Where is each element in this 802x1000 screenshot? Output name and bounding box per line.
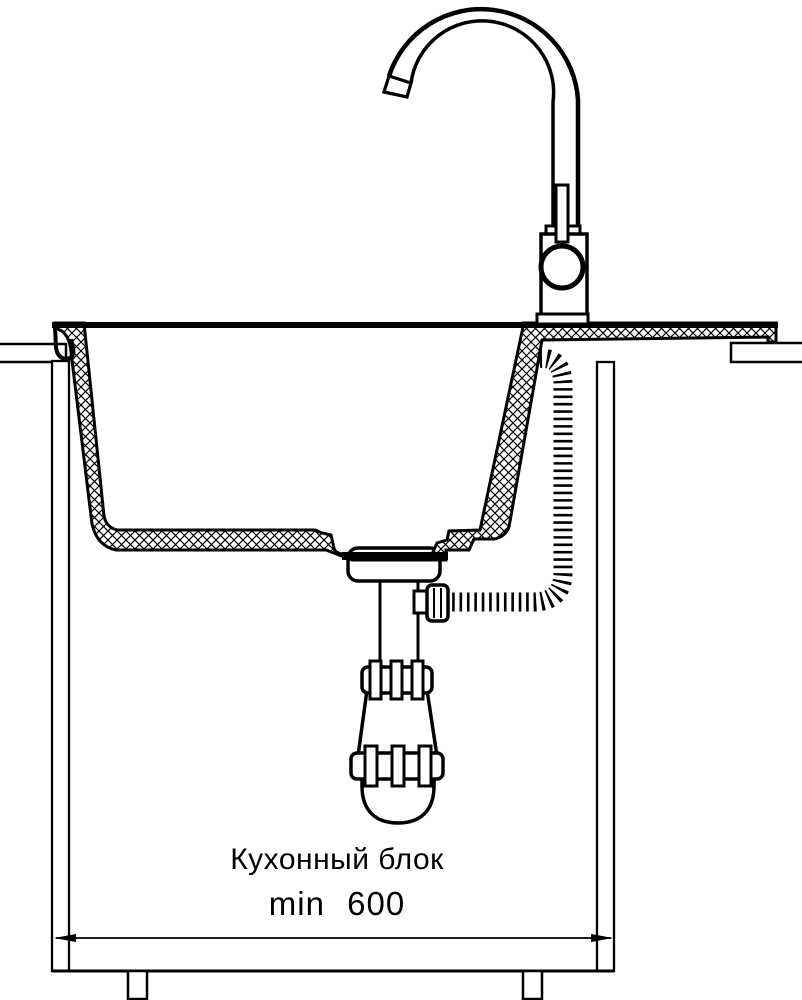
countertop-right (729, 341, 802, 364)
drain-trap (346, 546, 450, 825)
cabinet-right-wall (595, 360, 616, 973)
faucet-lever (554, 183, 570, 244)
coupling-ring-lower (349, 744, 445, 788)
sink-rim-hook-left (53, 326, 76, 362)
sink (52, 321, 778, 562)
cabinet-foot-right (521, 969, 544, 1000)
labels: Кухонный блок min 600 (230, 843, 444, 922)
faucet-spout-inner (409, 19, 556, 228)
coupling-ring-upper (360, 659, 434, 701)
label-min-width: min 600 (269, 885, 405, 922)
faucet (381, 6, 590, 326)
cabinet-foot-left (126, 969, 149, 1000)
label-cabinet-unit: Кухонный блок (230, 843, 444, 876)
dimension (54, 934, 613, 942)
faucet-aerator-tip (381, 73, 413, 99)
faucet-joint (538, 243, 586, 291)
countertop-left (0, 342, 68, 364)
flexible-hose (443, 348, 574, 613)
cabinet (0, 341, 802, 1000)
trap-dome (360, 774, 436, 825)
hose-nut (425, 583, 450, 623)
dimension-arrow-right (591, 934, 613, 942)
faucet-base (535, 312, 590, 326)
sink-shell (53, 321, 778, 562)
dimension-arrow-left (54, 934, 76, 942)
faucet-spout-outer (386, 6, 581, 228)
cabinet-left-wall (50, 359, 71, 973)
hose-corrugation (443, 349, 573, 612)
